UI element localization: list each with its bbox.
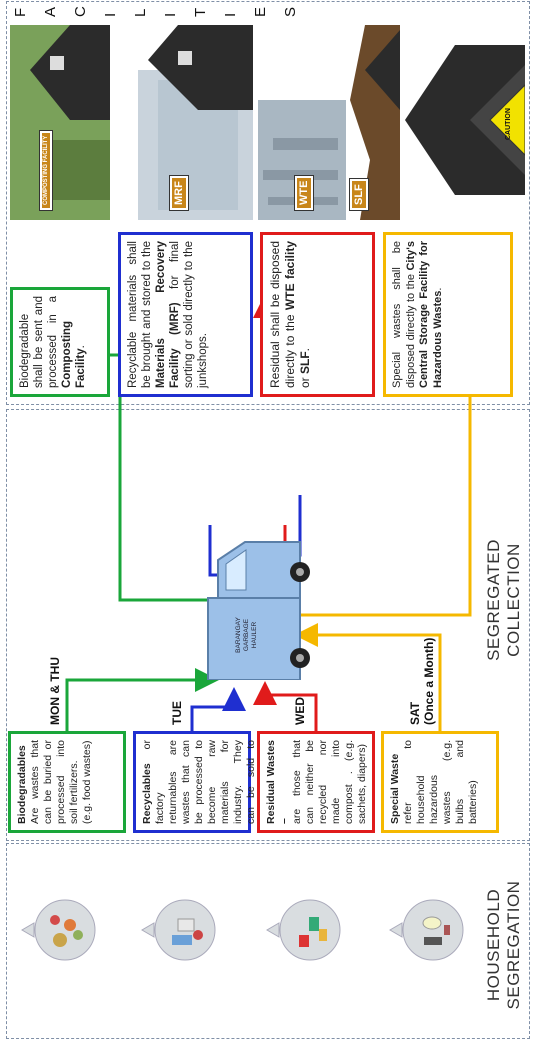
special-bag-image — [389, 899, 464, 961]
garbage-truck-image — [207, 541, 310, 680]
composting-facility-image — [10, 25, 110, 220]
residual-bag-image — [266, 899, 341, 961]
day-label-wed: WED — [293, 697, 307, 725]
day-label-tue: TUE — [170, 701, 184, 725]
recyclable-bag-image — [141, 899, 216, 961]
composting-instruction-box: Biodegradable shall be sent and processe… — [10, 287, 110, 397]
mrf-tag: MRF — [169, 174, 189, 212]
hazardous-storage-image — [405, 45, 525, 195]
slf-facility-image — [350, 25, 400, 220]
biodegradable-bag-image — [21, 899, 96, 961]
slf-tag: SLF — [349, 177, 369, 212]
wte-tag: WTE — [294, 173, 314, 212]
residual-instruction-box: Residual shall be disposed directly to t… — [260, 232, 375, 397]
mrf-instruction-box: Recyclable materials shall be brought an… — [118, 232, 253, 397]
day-label-mon-thu: MON & THU — [48, 657, 62, 725]
composting-facility-tag: COMPOSTING FACILITY — [39, 124, 53, 217]
day-label-sat: SAT — [408, 701, 422, 725]
caution-sign-label: CAUTION — [505, 108, 512, 140]
day-label-once-a-month: (Once a Month) — [422, 637, 436, 725]
special-instruction-box: Special wastes shall be disposed directl… — [383, 232, 513, 397]
